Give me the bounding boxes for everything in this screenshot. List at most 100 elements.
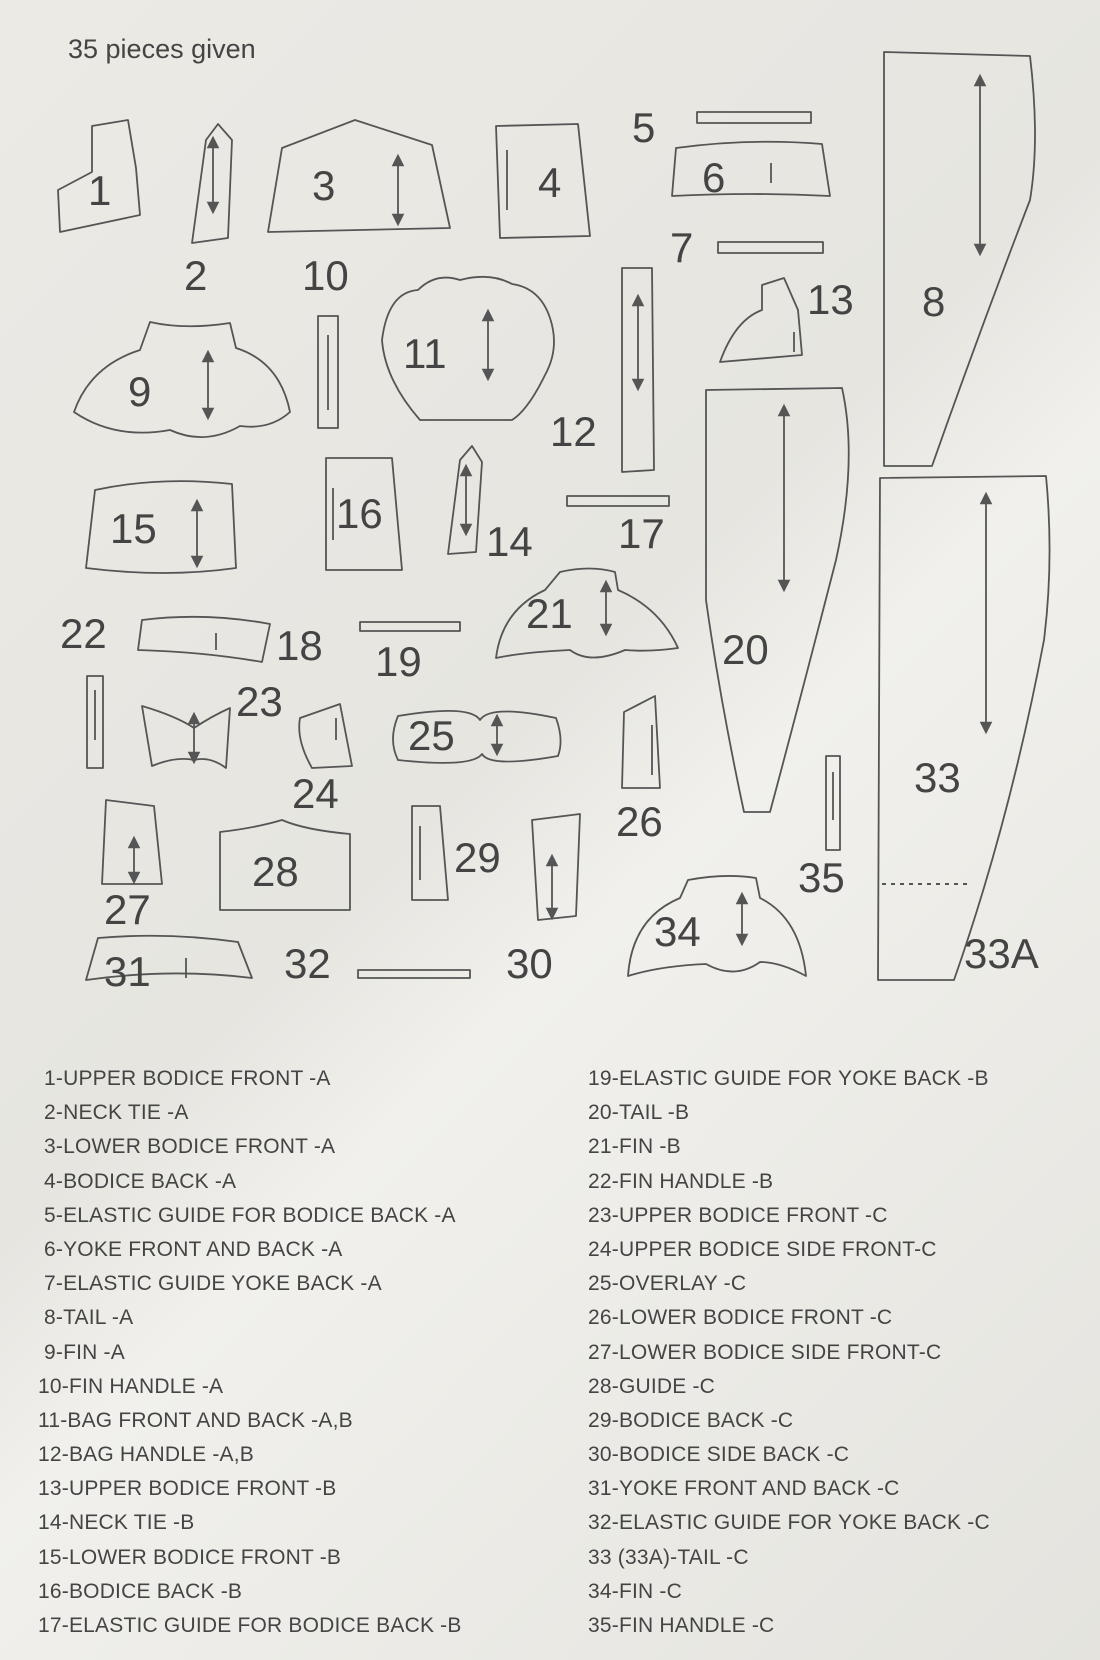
piece-16: 16 <box>325 457 403 571</box>
piece-20: 20 <box>705 387 850 813</box>
piece-28: 28 <box>219 819 351 911</box>
legend-item: 3-LOWER BODICE FRONT -A <box>44 1135 336 1159</box>
legend-item: 12-BAG HANDLE -A,B <box>38 1443 254 1467</box>
piece-14: 14 <box>447 445 533 565</box>
svg-text:29: 29 <box>454 834 501 881</box>
legend-item: 23-UPPER BODICE FRONT -C <box>588 1203 888 1227</box>
legend-item: 22-FIN HANDLE -B <box>588 1169 774 1193</box>
legend-item: 20-TAIL -B <box>588 1101 690 1125</box>
piece-34: 34 <box>627 875 807 977</box>
piece-15: 15 <box>85 480 237 574</box>
svg-text:21: 21 <box>526 590 573 637</box>
svg-text:32: 32 <box>284 940 331 987</box>
legend-item: 6-YOKE FRONT AND BACK -A <box>44 1237 343 1261</box>
piece-27: 27 <box>101 799 163 933</box>
svg-text:15: 15 <box>110 505 157 552</box>
svg-text:20: 20 <box>722 626 769 673</box>
svg-text:33A: 33A <box>964 930 1039 977</box>
legend-item: 7-ELASTIC GUIDE YOKE BACK -A <box>44 1272 382 1296</box>
legend-item: 14-NECK TIE -B <box>38 1511 195 1535</box>
svg-text:26: 26 <box>616 798 663 845</box>
svg-text:30: 30 <box>506 940 553 987</box>
svg-text:13: 13 <box>807 276 854 323</box>
legend-item: 2-NECK TIE -A <box>44 1101 189 1125</box>
pieces-count-note: 35 pieces given <box>68 34 256 64</box>
svg-text:10: 10 <box>302 252 349 299</box>
legend-item: 26-LOWER BODICE FRONT -C <box>588 1306 893 1330</box>
legend-item: 34-FIN -C <box>588 1579 682 1603</box>
piece-22: 22 <box>60 610 107 769</box>
svg-text:23: 23 <box>236 678 283 725</box>
svg-text:28: 28 <box>252 848 299 895</box>
svg-text:6: 6 <box>702 154 725 201</box>
piece-25: 25 <box>392 709 562 764</box>
piece-6: 6 <box>671 140 831 201</box>
svg-text:12: 12 <box>550 408 597 455</box>
legend-item: 25-OVERLAY -C <box>588 1272 747 1296</box>
piece-19: 19 <box>359 621 461 685</box>
svg-text:31: 31 <box>104 948 151 995</box>
svg-text:5: 5 <box>632 104 655 151</box>
legend-item: 29-BODICE BACK -C <box>588 1408 794 1432</box>
svg-text:19: 19 <box>375 638 422 685</box>
piece-13: 13 <box>719 276 854 363</box>
piece-17: 17 <box>566 495 670 557</box>
svg-text:35: 35 <box>798 854 845 901</box>
pieces-legend-right: 19-ELASTIC GUIDE FOR YOKE BACK -B 20-TAI… <box>588 1062 990 1643</box>
svg-text:25: 25 <box>408 712 455 759</box>
piece-2: 2 <box>184 123 233 299</box>
svg-text:4: 4 <box>538 159 561 206</box>
legend-item: 9-FIN -A <box>44 1340 125 1364</box>
legend-item: 21-FIN -B <box>588 1135 681 1159</box>
svg-text:7: 7 <box>670 224 693 271</box>
legend-item: 4-BODICE BACK -A <box>44 1169 237 1193</box>
svg-text:8: 8 <box>922 278 945 325</box>
legend-item: 32-ELASTIC GUIDE FOR YOKE BACK -C <box>588 1511 990 1535</box>
piece-26: 26 <box>616 695 663 845</box>
piece-10: 10 <box>302 252 349 429</box>
legend-item: 17-ELASTIC GUIDE FOR BODICE BACK -B <box>38 1614 462 1637</box>
piece-31: 31 <box>85 934 253 995</box>
legend-item: 24-UPPER BODICE SIDE FRONT-C <box>588 1237 937 1261</box>
legend-item: 13-UPPER BODICE FRONT -B <box>38 1477 337 1501</box>
svg-text:2: 2 <box>184 252 207 299</box>
svg-text:16: 16 <box>336 490 383 537</box>
svg-text:18: 18 <box>276 622 323 669</box>
legend-item: 1-UPPER BODICE FRONT -A <box>44 1067 331 1090</box>
legend-item: 31-YOKE FRONT AND BACK -C <box>588 1477 900 1501</box>
piece-1: 1 <box>57 119 141 233</box>
svg-text:27: 27 <box>104 886 151 933</box>
legend-item: 19-ELASTIC GUIDE FOR YOKE BACK -B <box>588 1067 989 1090</box>
piece-11: 11 <box>381 275 555 421</box>
legend-item: 27-LOWER BODICE SIDE FRONT-C <box>588 1340 942 1364</box>
svg-text:17: 17 <box>618 510 665 557</box>
svg-text:24: 24 <box>292 770 339 817</box>
piece-12: 12 <box>550 267 655 473</box>
legend-item: 5-ELASTIC GUIDE FOR BODICE BACK -A <box>44 1203 456 1227</box>
svg-text:22: 22 <box>60 610 107 657</box>
piece-33: 33 33A <box>877 475 1051 981</box>
legend-item: 30-BODICE SIDE BACK -C <box>588 1443 850 1467</box>
legend-item: 16-BODICE BACK -B <box>38 1579 243 1603</box>
svg-text:34: 34 <box>654 908 701 955</box>
piece-5: 5 <box>632 104 812 151</box>
piece-32: 32 <box>284 940 471 987</box>
piece-21: 21 <box>495 567 679 659</box>
piece-9: 9 <box>73 321 291 439</box>
piece-3: 3 <box>267 119 451 233</box>
piece-29: 29 <box>411 805 501 901</box>
pattern-pieces-diagram: 35 pieces given 1 2 3 4 5 6 7 8 <box>57 34 1051 995</box>
piece-30: 30 <box>506 813 581 987</box>
legend-item: 8-TAIL -A <box>44 1306 134 1330</box>
svg-text:1: 1 <box>88 167 111 214</box>
svg-text:3: 3 <box>312 162 335 209</box>
legend-item: 28-GUIDE -C <box>588 1374 716 1398</box>
piece-8: 8 <box>883 51 1036 467</box>
piece-18: 18 <box>137 615 323 669</box>
legend-item: 33 (33A)-TAIL -C <box>588 1545 749 1569</box>
legend-item: 10-FIN HANDLE -A <box>38 1374 224 1398</box>
piece-4: 4 <box>495 123 591 239</box>
piece-24: 24 <box>292 703 353 817</box>
legend-item: 11-BAG FRONT AND BACK -A,B <box>38 1408 353 1432</box>
